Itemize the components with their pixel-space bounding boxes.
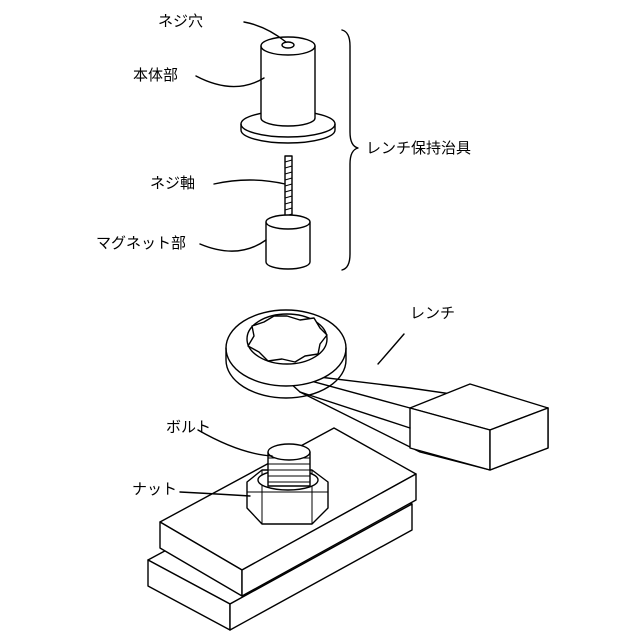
holder-body xyxy=(241,37,335,143)
label-screw-shaft: ネジ軸 xyxy=(150,174,195,192)
magnet xyxy=(266,215,310,269)
label-wrench: レンチ xyxy=(410,304,455,322)
label-magnet: マグネット部 xyxy=(96,234,186,252)
bolt xyxy=(268,444,310,486)
label-bolt: ボルト xyxy=(166,418,211,436)
label-screw-hole: ネジ穴 xyxy=(158,12,203,30)
label-wrench-holder: レンチ保持治具 xyxy=(366,139,471,157)
holder-brace xyxy=(342,30,358,270)
label-nut: ナット xyxy=(132,480,177,498)
leader-body xyxy=(196,76,264,87)
leader-magnet xyxy=(200,240,266,251)
leader-screw-shaft xyxy=(214,180,285,184)
leader-wrench xyxy=(378,334,404,364)
label-body: 本体部 xyxy=(133,66,178,84)
